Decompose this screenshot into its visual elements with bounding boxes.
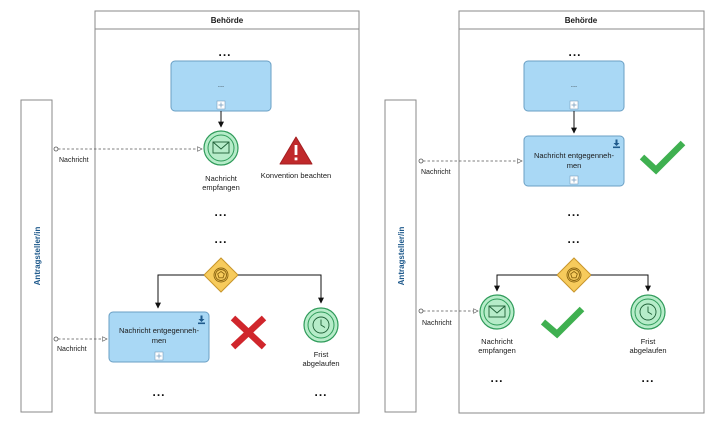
right-message-flow-2-label: Nachricht bbox=[422, 320, 452, 327]
left-pool-header bbox=[94, 10, 360, 30]
checkmark-icon bbox=[639, 140, 686, 175]
left-dots-bottom-2: ... bbox=[314, 385, 327, 399]
clock-icon bbox=[312, 316, 330, 334]
left-message-flow-2-label: Nachricht bbox=[57, 346, 87, 353]
left-event-label-line1: Nachricht bbox=[205, 174, 238, 183]
right-timer-label-line1: Frist bbox=[641, 337, 656, 346]
left-message-flow-1-start bbox=[53, 146, 59, 152]
left-event-gateway[interactable] bbox=[203, 257, 239, 293]
right-message-flow-1-start bbox=[418, 158, 424, 164]
right-task-receive-label-line1: Nachricht entgegenneh- bbox=[534, 151, 615, 160]
warning-icon bbox=[279, 136, 313, 165]
right-pool-title: Behörde bbox=[565, 16, 598, 25]
left-sequence-flow-3 bbox=[238, 274, 324, 304]
clock-icon bbox=[639, 303, 657, 321]
envelope-icon bbox=[488, 305, 506, 318]
left-dots-mid-2: ... bbox=[214, 232, 227, 246]
right-event-gateway[interactable] bbox=[556, 257, 592, 293]
left-warning-label: Konvention beachten bbox=[261, 171, 331, 180]
left-message-flow-1-label: Nachricht bbox=[59, 157, 89, 164]
plus-icon bbox=[216, 100, 226, 110]
right-diagram: Antragsteller/in Behörde ... ... Nachric… bbox=[384, 10, 705, 414]
left-task-receive-label-line2: men bbox=[152, 336, 167, 345]
right-task-top-label: ... bbox=[571, 80, 577, 89]
right-sequence-flow-2 bbox=[494, 274, 557, 292]
left-applicant-lane bbox=[20, 99, 53, 413]
right-sequence-flow-3 bbox=[591, 274, 651, 292]
right-event-label-line2: empfangen bbox=[478, 346, 516, 355]
left-task-top-label: ... bbox=[218, 80, 224, 89]
pentagon-icon bbox=[570, 270, 578, 279]
cross-icon bbox=[230, 315, 267, 350]
manual-task-icon bbox=[198, 315, 205, 325]
left-dots-top: ... bbox=[218, 45, 231, 59]
plus-icon bbox=[154, 351, 164, 361]
left-event-label-line2: empfangen bbox=[202, 183, 240, 192]
left-sequence-flow-2 bbox=[155, 274, 204, 309]
left-message-event[interactable] bbox=[203, 130, 239, 166]
envelope-icon bbox=[212, 141, 230, 154]
left-pool-title: Behörde bbox=[211, 16, 244, 25]
left-diagram: Antragsteller/in Behörde ... ... Nachric… bbox=[20, 10, 360, 414]
right-timer-event[interactable] bbox=[630, 294, 666, 330]
right-applicant-lane bbox=[384, 99, 417, 413]
right-task-receive-label-line2: men bbox=[567, 161, 582, 170]
left-dots-mid-1: ... bbox=[214, 205, 227, 219]
right-message-event[interactable] bbox=[479, 294, 515, 330]
right-dots-bottom-2: ... bbox=[641, 371, 654, 385]
right-message-flow-2-start bbox=[418, 308, 424, 314]
left-message-flow-2-start bbox=[53, 336, 59, 342]
plus-icon bbox=[569, 175, 579, 185]
left-timer-label-line2: abgelaufen bbox=[302, 359, 339, 368]
left-task-receive-label-line1: Nachricht entgegenneh- bbox=[119, 326, 200, 335]
left-task-receive[interactable] bbox=[108, 311, 210, 363]
plus-icon bbox=[569, 100, 579, 110]
left-applicant-lane-label: Antragsteller/in bbox=[33, 227, 42, 286]
left-dots-bottom-1: ... bbox=[152, 385, 165, 399]
right-timer-label-line2: abgelaufen bbox=[629, 346, 666, 355]
pentagon-icon bbox=[217, 270, 225, 279]
right-dots-mid-2: ... bbox=[567, 232, 580, 246]
checkmark-icon bbox=[540, 306, 585, 339]
right-applicant-lane-label: Antragsteller/in bbox=[397, 227, 406, 286]
manual-task-icon bbox=[613, 139, 620, 149]
right-event-label-line1: Nachricht bbox=[481, 337, 514, 346]
left-timer-event[interactable] bbox=[303, 307, 339, 343]
right-pool-header bbox=[458, 10, 705, 30]
right-dots-mid-1: ... bbox=[567, 205, 580, 219]
right-task-receive[interactable] bbox=[523, 135, 625, 187]
right-dots-bottom-1: ... bbox=[490, 371, 503, 385]
left-timer-label-line1: Frist bbox=[314, 350, 329, 359]
right-dots-top: ... bbox=[568, 45, 581, 59]
right-message-flow-1-label: Nachricht bbox=[421, 169, 451, 176]
